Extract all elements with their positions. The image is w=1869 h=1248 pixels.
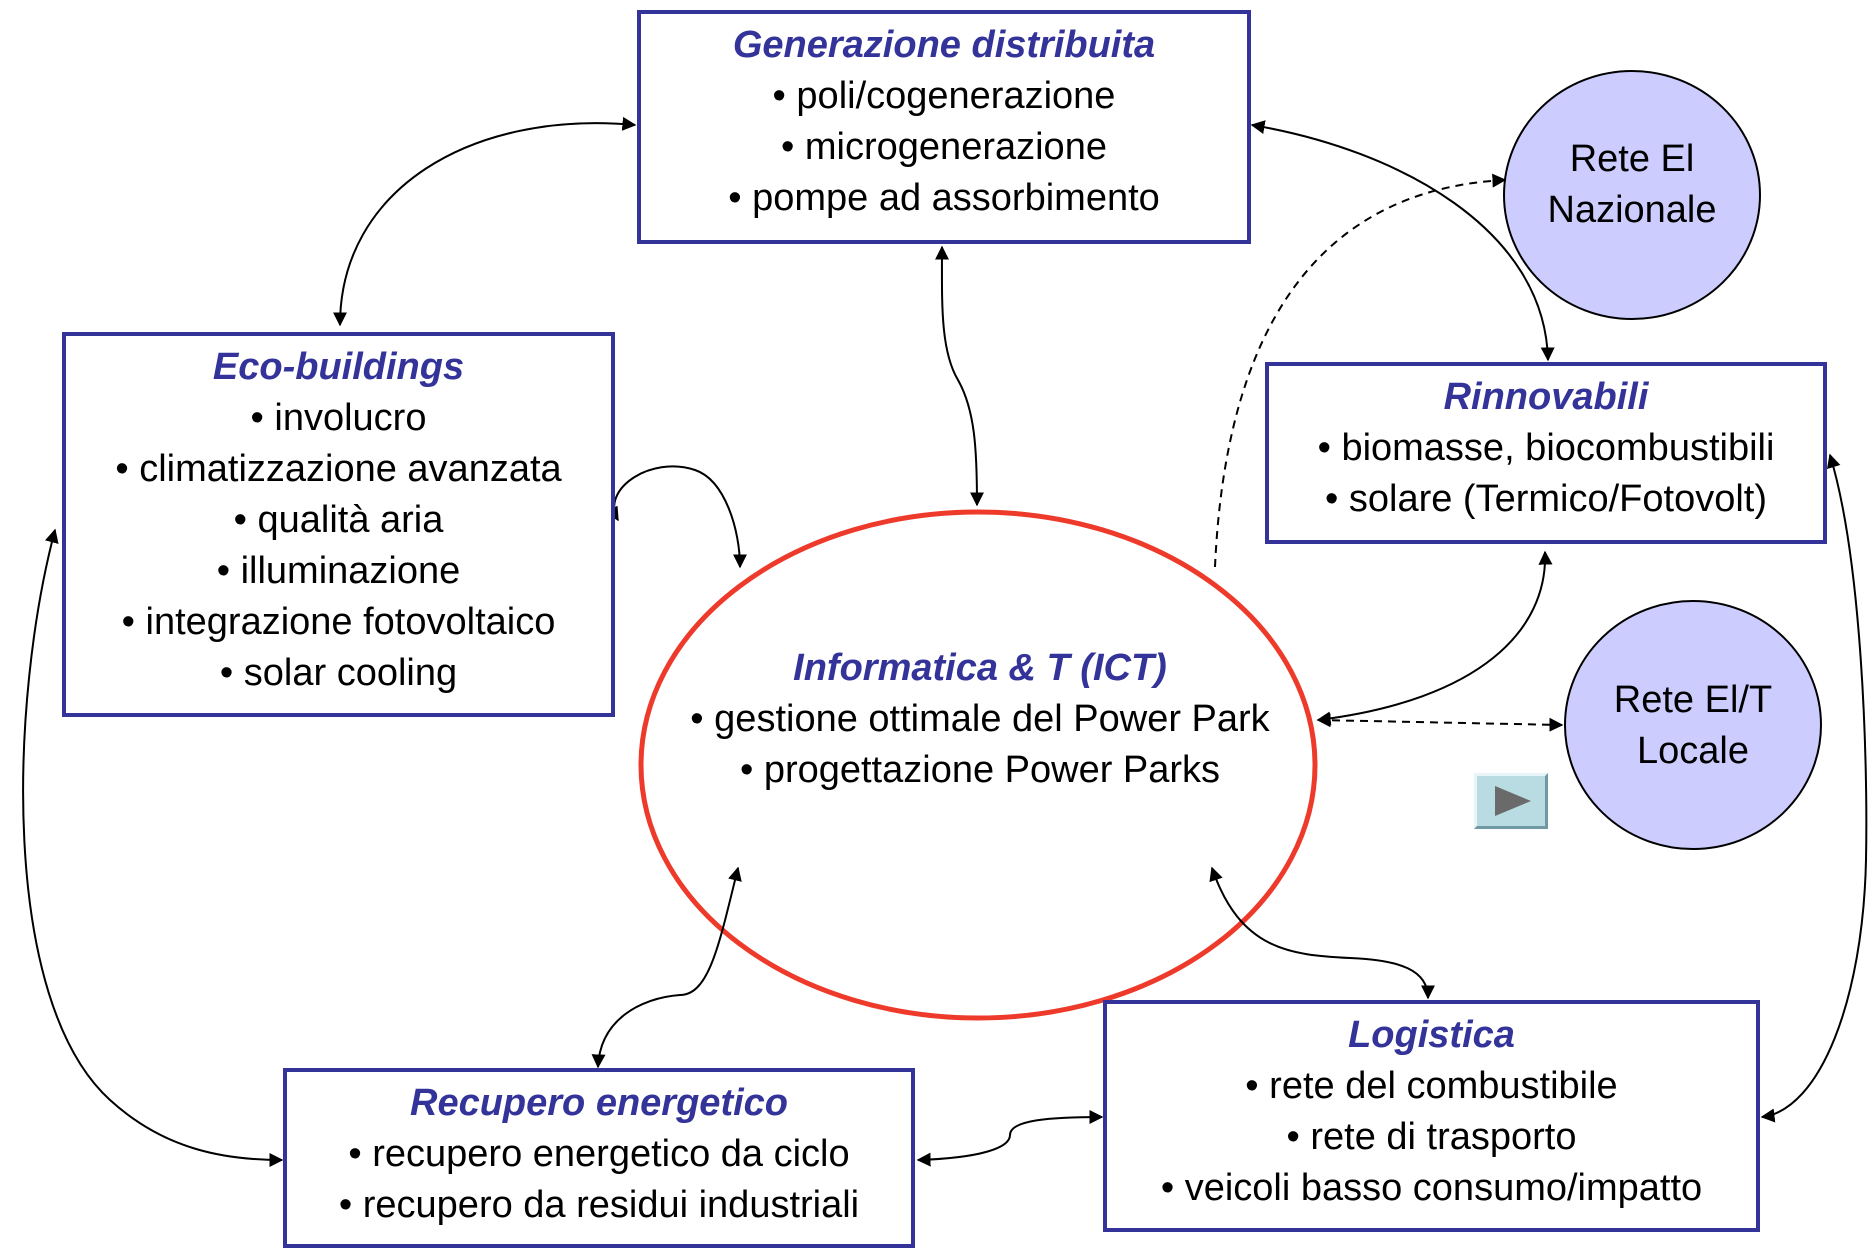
connector-eco-ict (605, 465, 747, 569)
box-recupero-energetico: Recupero energetico recupero energetico … (283, 1068, 915, 1248)
list-item: pompe ad assorbimento (641, 173, 1247, 224)
list-item: illuminazione (66, 546, 611, 597)
box-title: Generazione distribuita (732, 24, 1156, 66)
rete-locale-line2: Locale (1637, 730, 1749, 772)
connector-ict-logistica (1209, 866, 1435, 1000)
connector-ict-nazionale-dashed (1214, 173, 1507, 568)
list-item: solar cooling (66, 648, 611, 699)
list-item: involucro (66, 393, 611, 444)
ict-text: Informatica & T (ICT) gestione ottimale … (640, 643, 1320, 796)
list-item: gestione ottimale del Power Park (640, 694, 1320, 745)
box-generazione-distribuita: Generazione distribuita poli/cogenerazio… (637, 10, 1251, 244)
rete-locale-line1: Rete El/T (1613, 679, 1773, 721)
list-item: recupero energetico da ciclo (287, 1129, 911, 1180)
list-item: qualità aria (66, 495, 611, 546)
list-item: rete di trasporto (1107, 1112, 1756, 1163)
box-title: Recupero energetico (410, 1082, 788, 1124)
connector-recupero-logistica (916, 1110, 1104, 1167)
list-item: climatizzazione avanzata (66, 444, 611, 495)
play-button[interactable] (1474, 773, 1548, 829)
box-logistica: Logistica rete del combustibile rete di … (1103, 1000, 1760, 1232)
list-item: veicoli basso consumo/impatto (1107, 1163, 1756, 1214)
list-item: microgenerazione (641, 122, 1247, 173)
box-title: Logistica (1348, 1014, 1515, 1056)
list-item: recupero da residui industriali (287, 1180, 911, 1231)
rete-locale-label: Rete El/T Locale (1565, 675, 1821, 777)
connector-ict-locale-dashed (1316, 713, 1564, 732)
connector-rinnovabili-logistica (1760, 453, 1868, 1123)
box-rinnovabili: Rinnovabili biomasse, biocombustibili so… (1265, 362, 1827, 544)
list-item: progettazione Power Parks (640, 745, 1320, 796)
ict-title: Informatica & T (ICT) (793, 647, 1167, 689)
connector-generazione-rinnovabili (1250, 120, 1555, 362)
connector-ict-recupero (591, 866, 742, 1069)
box-title: Rinnovabili (1443, 376, 1649, 418)
connector-eco-recupero (22, 528, 284, 1167)
rete-nazionale-label: Rete El Nazionale (1504, 134, 1760, 236)
list-item: rete del combustibile (1107, 1061, 1756, 1112)
list-item: poli/cogenerazione (641, 71, 1247, 122)
connector-generazione-ict (934, 245, 984, 507)
box-title: Eco-buildings (212, 346, 465, 388)
list-item: biomasse, biocombustibili (1269, 423, 1823, 474)
box-eco-buildings: Eco-buildings involucro climatizzazione … (62, 332, 615, 717)
list-item: solare (Termico/Fotovolt) (1269, 474, 1823, 525)
connector-ict-rinnovabili (1316, 550, 1553, 726)
rete-nazionale-line1: Rete El (1569, 138, 1695, 180)
play-icon (1495, 786, 1531, 816)
connector-generazione-eco (333, 116, 637, 327)
list-item: integrazione fotovoltaico (66, 597, 611, 648)
rete-nazionale-line2: Nazionale (1547, 189, 1717, 231)
